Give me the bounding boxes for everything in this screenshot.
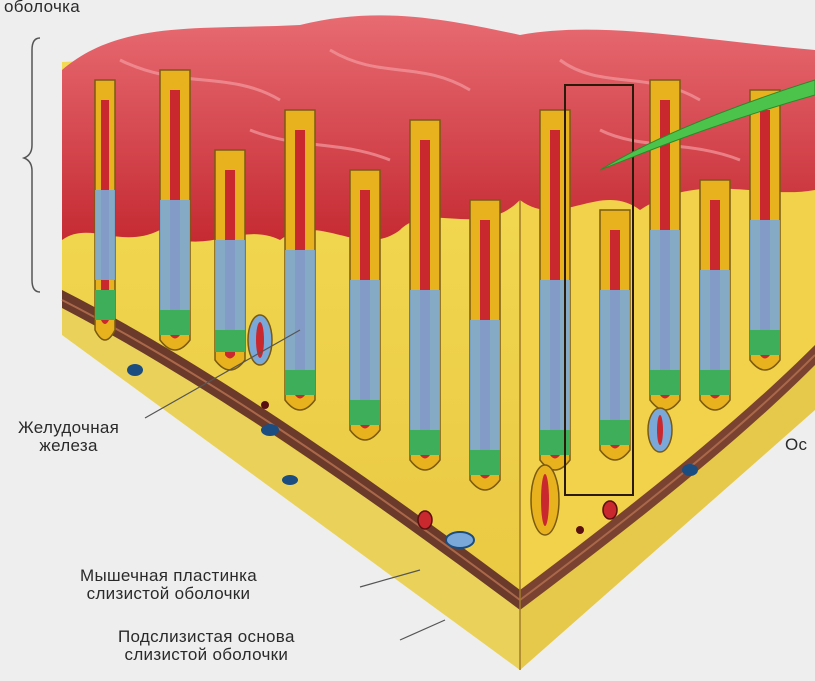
label-mucosa-top: оболочка <box>4 0 80 16</box>
label-gastric-gland: Желудочная железа <box>18 419 119 455</box>
label-muscularis-mucosae: Мышечная пластинка слизистой оболочки <box>80 567 257 603</box>
mucosa-brace <box>24 38 40 292</box>
leader-submucosa <box>400 620 445 640</box>
label-right-cut: Ос <box>785 436 807 454</box>
label-submucosa: Подслизистая основа слизистой оболочки <box>118 628 295 664</box>
